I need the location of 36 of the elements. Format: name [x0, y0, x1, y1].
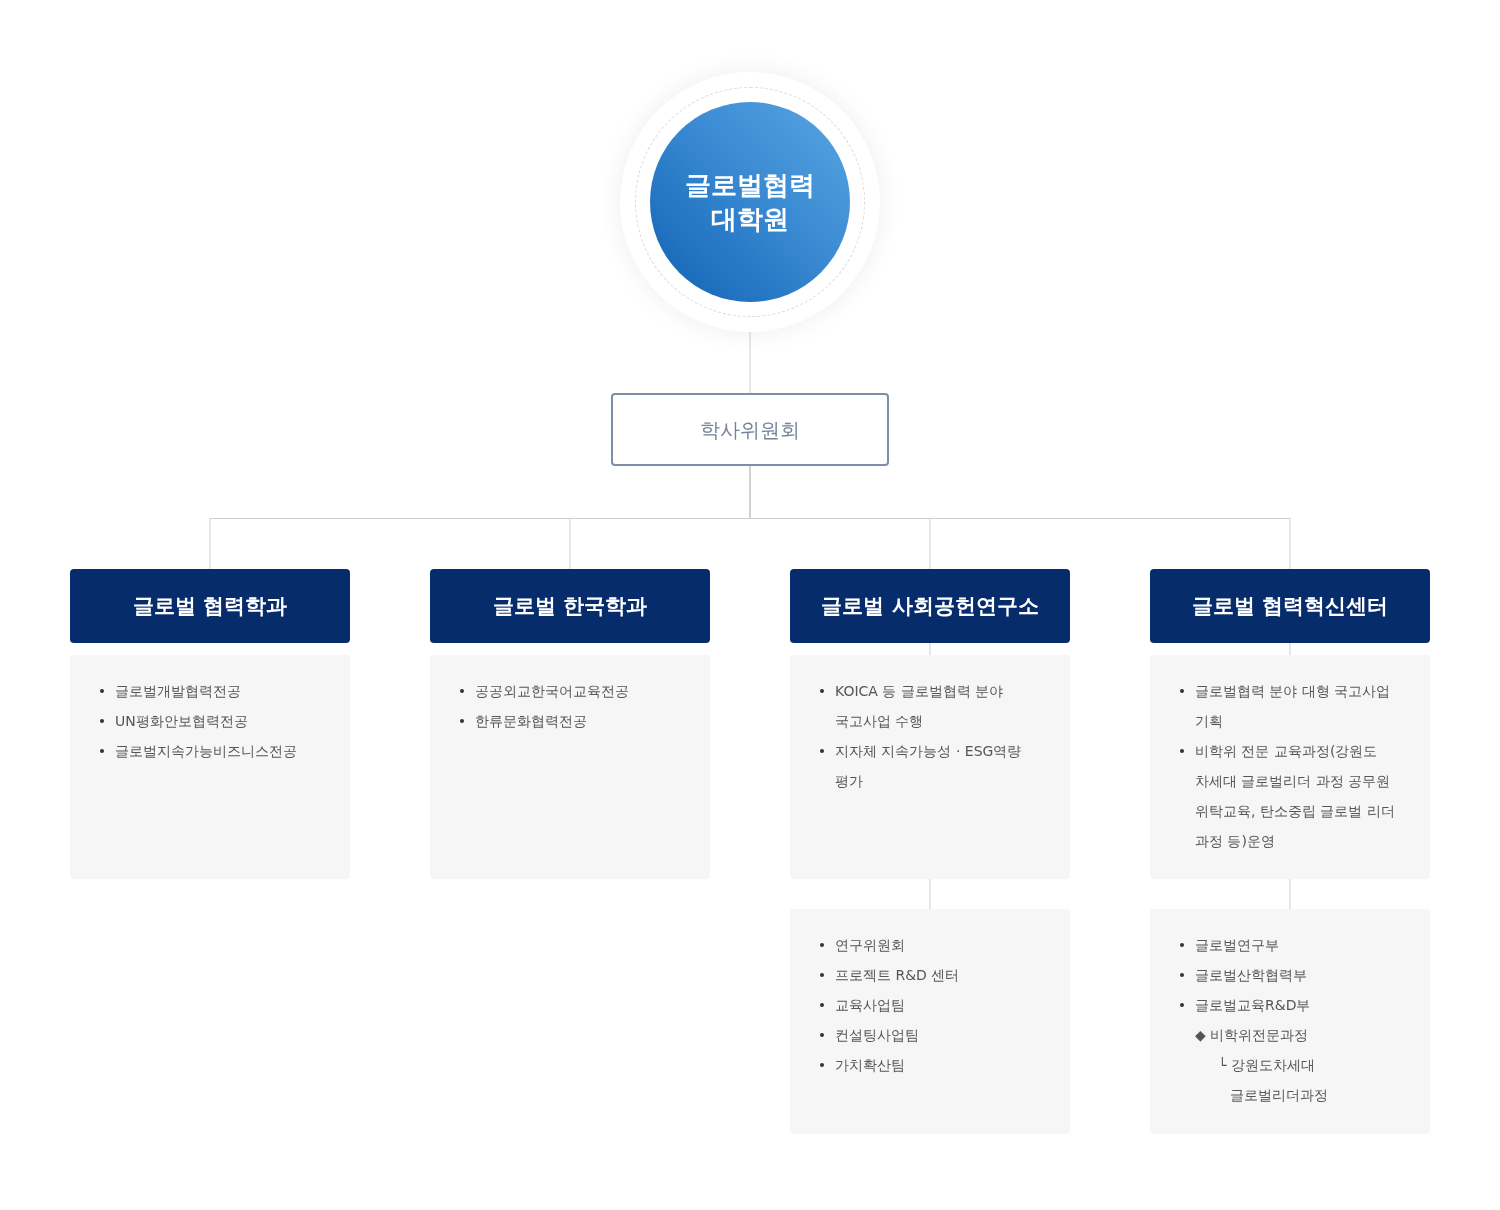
- list-item: 가치확산팀: [820, 1050, 1050, 1080]
- list-item: 글로벌산학협력부: [1180, 960, 1410, 990]
- department-title: 글로벌 한국학과: [492, 593, 648, 620]
- detail-panel: [1150, 909, 1430, 1134]
- list-item: 글로벌개발협력전공: [100, 676, 330, 706]
- list-item: 한류문화협력전공: [460, 706, 690, 736]
- department-title: 글로벌 협력학과: [132, 593, 288, 620]
- committee-box: [611, 393, 889, 466]
- list-item: 비학위 전문 교육과정(강원도 차세대 글로벌리더 과정 공무원 위탁교육, 탄소중립 글로벌 리더 과정 등)운영: [1180, 736, 1410, 856]
- list-item: 글로벌지속가능비즈니스전공: [100, 736, 330, 766]
- department-header: [430, 569, 710, 643]
- detail-panel: [790, 655, 1070, 879]
- detail-panel: [430, 655, 710, 879]
- list-item: KOICA 등 글로벌협력 분야 국고사업 수행: [820, 676, 1050, 736]
- list-item: 글로벌교육R&D부: [1180, 990, 1410, 1020]
- list-item: 글로벌연구부: [1180, 930, 1410, 960]
- detail-panel: [1150, 655, 1430, 879]
- department-header: [1150, 569, 1430, 643]
- list-item: 컨설팅사업팀: [820, 1020, 1050, 1050]
- department-header: [790, 569, 1070, 643]
- list-item: └ 강원도차세대 글로벌리더과정: [1217, 1056, 1329, 1105]
- list-item: 공공외교한국어교육전공: [460, 676, 690, 706]
- list-item: UN평화안보협력전공: [100, 706, 330, 736]
- committee-label: 학사위원회: [700, 416, 800, 443]
- list-item: 연구위원회: [820, 930, 1050, 960]
- detail-panel: [70, 655, 350, 879]
- list-item: 프로젝트 R&D 센터: [820, 960, 1050, 990]
- department-title: 글로벌 협력혁신센터: [1191, 593, 1389, 620]
- list-item: 지자체 지속가능성 · ESG역량 평가: [820, 736, 1050, 796]
- detail-panel: [790, 909, 1070, 1134]
- list-item: 교육사업팀: [820, 990, 1050, 1020]
- list-item: ◆ 비학위전문과정: [1194, 1026, 1310, 1045]
- department-title: 글로벌 사회공헌연구소: [821, 593, 1039, 620]
- department-header: [70, 569, 350, 643]
- circle-title: 글로벌협력 대학원: [684, 169, 816, 236]
- list-item: 글로벌협력 분야 대형 국고사업 기획: [1180, 676, 1410, 736]
